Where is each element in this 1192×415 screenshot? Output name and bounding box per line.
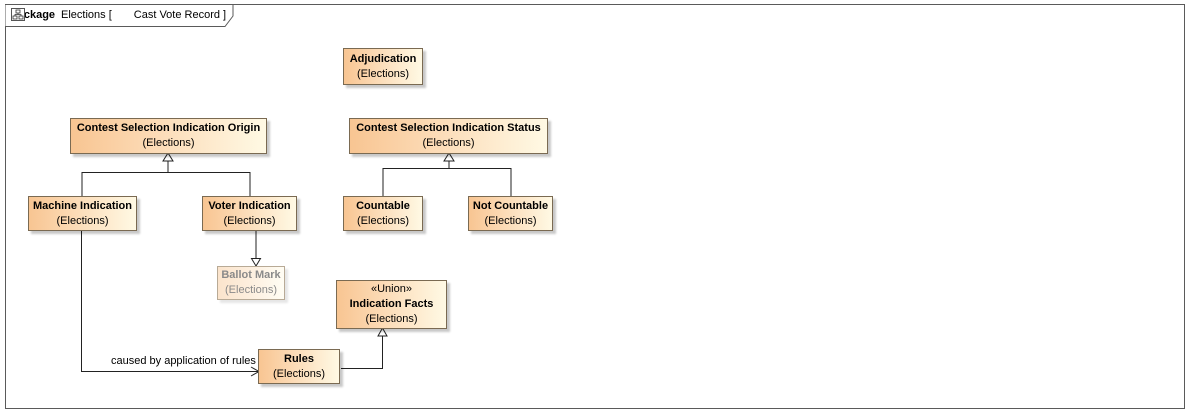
class-machine-indication[interactable]: Machine Indication (Elections) [28,196,137,231]
class-name: Indication Facts [349,298,434,310]
class-ballot-mark[interactable]: Ballot Mark (Elections) [217,266,285,300]
class-owner: (Elections) [223,214,276,227]
class-name: Adjudication [349,52,417,65]
voter-to-ballotmark-edge [250,231,262,267]
generalization-status [382,152,512,196]
class-owner: (Elections) [365,313,418,325]
package-name: Elections [ [61,8,112,21]
class-diagram-icon [11,8,130,21]
class-owner: (Elections) [225,284,277,296]
class-voter-indication[interactable]: Voter Indication (Elections) [202,196,297,231]
class-name: Countable [356,199,410,212]
class-owner: (Elections) [484,214,537,227]
class-countable[interactable]: Countable (Elections) [343,196,423,231]
class-owner: (Elections) [56,214,109,227]
diagram-frame [5,4,1185,409]
diagram-name: Cast Vote Record ] [133,8,227,21]
class-name: Contest Selection Indication Origin [76,122,261,134]
class-owner: (Elections) [357,67,409,80]
class-name: Ballot Mark [221,269,281,281]
class-contest-selection-indication-origin[interactable]: Contest Selection Indication Origin (Ele… [70,118,267,154]
generalization-origin-branches [81,172,251,196]
generalization-origin [81,152,251,196]
rules-to-facts-edge [341,326,388,369]
class-owner: (Elections) [273,367,325,380]
class-contest-selection-indication-status[interactable]: Contest Selection Indication Status (Ele… [349,118,548,154]
class-name: Voter Indication [208,199,291,212]
header-tab-outline [5,4,234,27]
caused-by-label: caused by application of rules [111,355,256,367]
class-name: Contest Selection Indication Status [356,122,541,134]
generalization-status-branches [382,168,512,196]
class-name: Rules [284,352,314,365]
class-adjudication[interactable]: Adjudication (Elections) [343,48,423,85]
generalization-status-arrowhead [443,152,455,162]
class-owner: (Elections) [357,214,409,227]
class-indication-facts[interactable]: «Union» Indication Facts (Elections) [336,280,447,329]
class-owner: (Elections) [142,137,195,149]
class-not-countable[interactable]: Not Countable (Elections) [468,196,553,231]
class-name: Machine Indication [32,199,132,212]
class-stereotype: «Union» [371,283,412,295]
class-name: Not Countable [472,199,549,212]
class-owner: (Elections) [422,137,475,149]
class-rules[interactable]: Rules (Elections) [258,349,340,384]
generalization-origin-arrowhead [162,152,174,162]
